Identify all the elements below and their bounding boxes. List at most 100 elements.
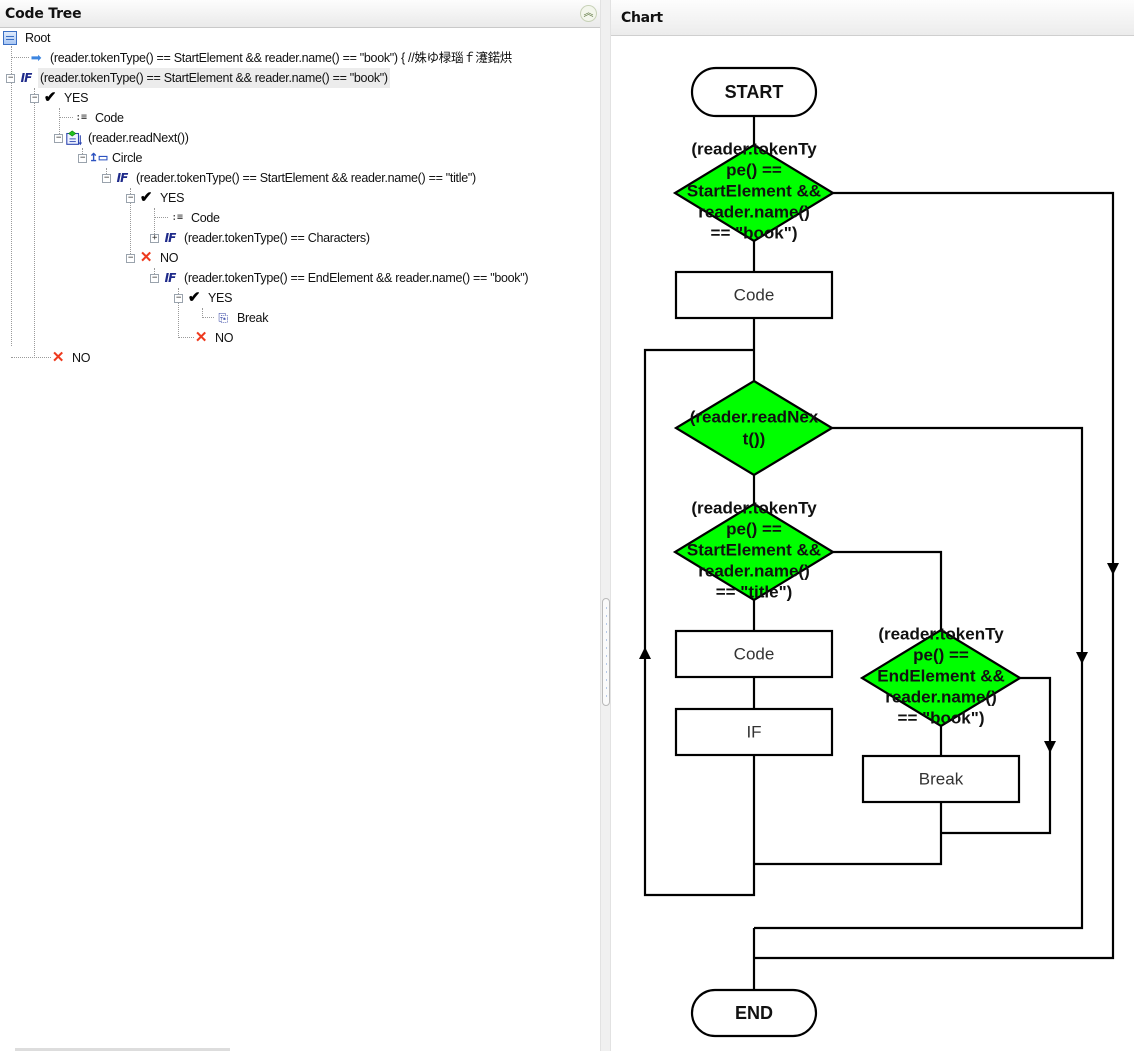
- tree-node-label: Code: [95, 111, 124, 125]
- arrowhead-down: [1107, 563, 1119, 575]
- collapse-toggle[interactable]: −: [6, 72, 15, 83]
- collapse-toggle[interactable]: −: [126, 192, 135, 203]
- tree-node-if-title[interactable]: − IF (reader.tokenType() == StartElement…: [102, 168, 478, 188]
- root-icon: [3, 31, 17, 45]
- flow-node-code2-label: Code: [734, 645, 775, 664]
- flow-node-dec2-label: == "title"): [716, 583, 793, 602]
- loop-icon: [66, 130, 83, 146]
- tree-node-label: YES: [160, 191, 185, 205]
- tree-node-label: (reader.readNext()): [88, 131, 189, 145]
- flow-node-break[interactable]: [861, 754, 1021, 804]
- tree-node-label: (reader.tokenType() == Characters): [184, 231, 370, 245]
- tree-node-label: Break: [237, 311, 269, 325]
- horizontal-scrollbar[interactable]: [15, 1048, 230, 1051]
- tree-node-statement[interactable]: ➡ (reader.tokenType() == StartElement &&…: [27, 48, 514, 68]
- if-icon: IF: [20, 71, 33, 85]
- expand-toggle[interactable]: +: [150, 232, 159, 243]
- tree-node-if-book[interactable]: − IF (reader.tokenType() == StartElement…: [6, 68, 390, 88]
- tree-node-no[interactable]: ✕ NO: [192, 328, 235, 348]
- x-icon: ✕: [139, 249, 153, 266]
- code-tree-header: Code Tree ︽: [0, 0, 600, 28]
- edge-dec3-no: [941, 676, 1052, 835]
- flow-node-start[interactable]: [690, 66, 818, 118]
- tree-node-loop[interactable]: − (reader.readNext()): [54, 128, 191, 148]
- arrowhead-up: [639, 647, 651, 659]
- chart-title: Chart: [621, 10, 663, 26]
- break-icon: ⎘: [218, 311, 228, 325]
- collapse-toggle[interactable]: −: [102, 172, 111, 183]
- flow-node-dec-loop[interactable]: [673, 379, 835, 477]
- collapse-toggle[interactable]: −: [174, 292, 183, 303]
- check-icon: ✔: [43, 89, 57, 106]
- flow-node-dec-loop-label: t()): [743, 430, 766, 449]
- flow-node-if-box[interactable]: [674, 707, 834, 757]
- flowchart-nodes: START(reader.tokenType() ==StartElement …: [672, 66, 1023, 1038]
- double-chevron-up-icon[interactable]: ︽: [580, 5, 597, 22]
- code-icon: :≡: [171, 212, 183, 223]
- flowchart-edges: [639, 116, 1119, 990]
- flow-node-code1[interactable]: [674, 270, 834, 320]
- collapse-toggle[interactable]: −: [126, 252, 135, 263]
- tree-node-label: YES: [64, 91, 89, 105]
- tree-node-yes[interactable]: − ✔ YES: [30, 88, 90, 108]
- collapse-toggle[interactable]: −: [150, 272, 159, 283]
- code-tree-title: Code Tree: [5, 6, 82, 22]
- flow-node-dec2-label: reader.name(): [698, 562, 810, 581]
- flow-node-break-label: Break: [919, 770, 964, 789]
- flow-node-end-label: END: [735, 1003, 773, 1023]
- tree-node-if-endelement[interactable]: − IF (reader.tokenType() == EndElement &…: [150, 268, 530, 288]
- arrowhead-down: [1076, 652, 1088, 664]
- x-icon: ✕: [51, 349, 65, 366]
- panel-splitter[interactable]: [600, 0, 611, 1051]
- flow-node-if-box-label: IF: [746, 723, 761, 742]
- if-icon: IF: [164, 271, 177, 285]
- flow-node-dec3-label: EndElement &&: [877, 667, 1005, 686]
- edge-break-merge: [754, 802, 943, 866]
- flow-node-dec3-label: (reader.tokenTy: [878, 625, 1004, 644]
- tree-node-label: NO: [160, 251, 179, 265]
- tree-node-label: NO: [215, 331, 234, 345]
- tree-node-circle[interactable]: − ↥▭ Circle: [78, 148, 144, 168]
- tree-node-yes[interactable]: − ✔ YES: [174, 288, 234, 308]
- tree-node-label: Code: [191, 211, 220, 225]
- tree-node-no[interactable]: ✕ NO: [49, 348, 92, 368]
- tree-node-label: Root: [25, 31, 51, 45]
- check-icon: ✔: [139, 189, 153, 206]
- flow-node-dec1[interactable]: [672, 143, 836, 243]
- flow-node-start-label: START: [725, 82, 784, 102]
- flow-node-dec3-label: == "book"): [898, 709, 985, 728]
- tree-node-code[interactable]: :≡ Code: [72, 108, 126, 128]
- arrowhead-down: [1044, 741, 1056, 753]
- collapse-toggle[interactable]: −: [30, 92, 39, 103]
- tree-node-no[interactable]: − ✕ NO: [126, 248, 180, 268]
- flow-node-dec3-label: pe() ==: [913, 646, 969, 665]
- tree-node-label: YES: [208, 291, 233, 305]
- check-icon: ✔: [187, 289, 201, 306]
- edge-loop-back: [643, 348, 756, 897]
- splitter-grip-handle[interactable]: [602, 598, 610, 706]
- flow-node-dec2-label: pe() ==: [726, 520, 782, 539]
- flow-node-dec3[interactable]: [859, 628, 1023, 728]
- flow-node-dec2[interactable]: [672, 502, 836, 602]
- collapse-toggle[interactable]: −: [78, 152, 87, 163]
- code-tree-panel: Code Tree ︽ Root ➡ (reader.tokenType() =…: [0, 0, 600, 1051]
- tree-node-break[interactable]: ⎘ Break: [214, 308, 270, 328]
- collapse-toggle[interactable]: −: [54, 132, 63, 143]
- tree-node-label: NO: [72, 351, 91, 365]
- tree-node-yes[interactable]: − ✔ YES: [126, 188, 186, 208]
- flow-node-dec1-label: pe() ==: [726, 161, 782, 180]
- tree-node-label: (reader.tokenType() == StartElement && r…: [38, 68, 390, 88]
- edge-dec2-no-to-dec3: [833, 550, 943, 630]
- tree-node-if-characters[interactable]: + IF (reader.tokenType() == Characters): [150, 228, 372, 248]
- flowchart: START(reader.tokenType() ==StartElement …: [639, 66, 1119, 1038]
- tree-node-code[interactable]: :≡ Code: [168, 208, 222, 228]
- flow-node-code2[interactable]: [674, 629, 834, 679]
- flow-node-dec-loop-label: (reader.readNex: [690, 408, 819, 427]
- flow-node-dec3-label: reader.name(): [885, 688, 997, 707]
- tree-node-label: (reader.tokenType() == StartElement && r…: [136, 171, 476, 185]
- edge-dec1-no-to-end: [754, 191, 1115, 960]
- tree-node-root[interactable]: Root: [3, 28, 52, 48]
- flow-node-dec1-label: (reader.tokenTy: [691, 140, 817, 159]
- flow-node-end[interactable]: [690, 988, 818, 1038]
